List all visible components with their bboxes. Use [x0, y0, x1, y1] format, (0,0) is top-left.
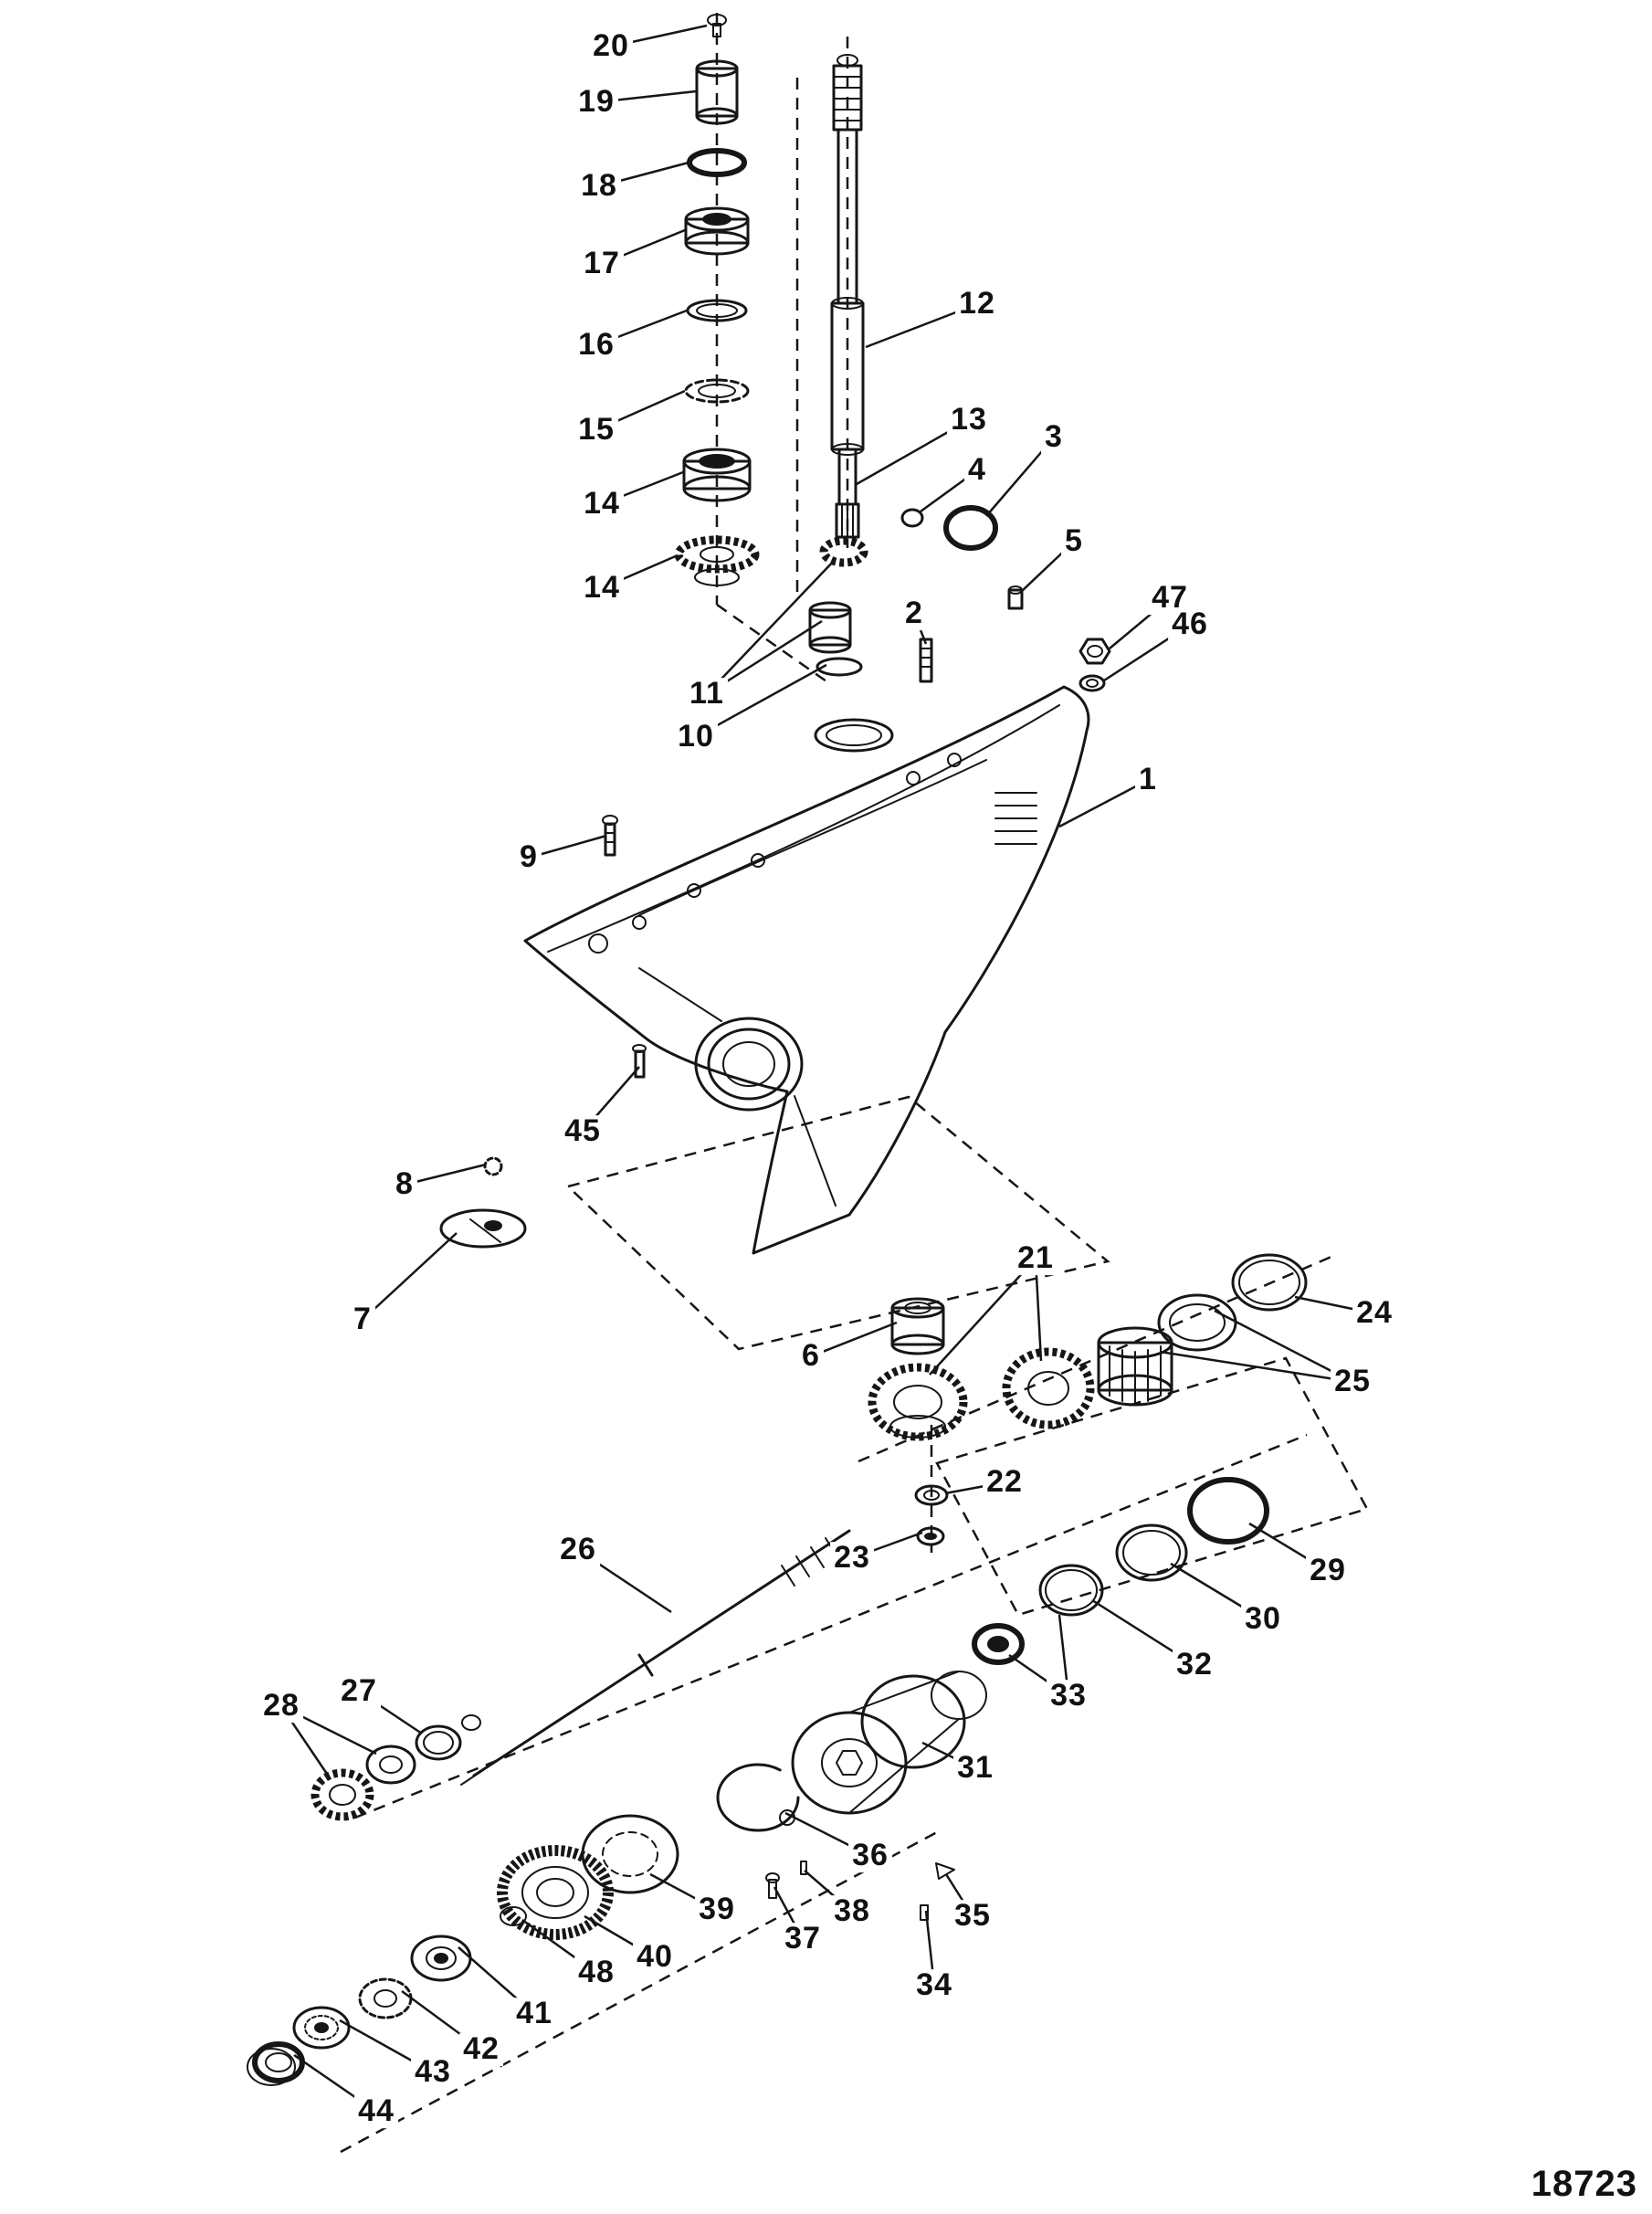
part-callout-13: 13 [947, 403, 991, 437]
alignment-lines [340, 13, 1369, 2154]
leader-line-1 [1058, 778, 1149, 828]
leader-line-25 [1214, 1309, 1353, 1384]
leader-line-7 [362, 1232, 458, 1321]
drawing-number: 18723 [1531, 2164, 1637, 2204]
part-callout-36: 36 [848, 1839, 892, 1872]
leader-line-21 [1034, 1258, 1043, 1362]
part-callout-3: 3 [1041, 420, 1067, 454]
part-callout-25: 25 [1331, 1365, 1374, 1398]
part-callout-46: 46 [1168, 607, 1212, 641]
part-callout-14: 14 [580, 571, 624, 605]
part-callout-18: 18 [577, 169, 621, 203]
part-callout-31: 31 [953, 1751, 997, 1785]
leader-line-6 [810, 1321, 898, 1358]
part-callout-4: 4 [964, 453, 990, 487]
bearing-carrier-assembly [791, 1477, 1269, 1815]
part-callout-35: 35 [951, 1899, 994, 1933]
thrust-bearing-set [310, 1714, 481, 1821]
part-callout-11: 11 [686, 677, 728, 711]
part-callout-39: 39 [695, 1892, 739, 1926]
housing-fasteners [439, 815, 647, 1249]
part-callout-19: 19 [574, 85, 618, 119]
part-callout-7: 7 [350, 1302, 375, 1336]
driveshaft-seal-stack [674, 14, 760, 586]
part-callout-28: 28 [259, 1689, 303, 1723]
part-callout-44: 44 [354, 2094, 398, 2128]
part-callout-37: 37 [781, 1922, 825, 1956]
prop-hardware-cluster [247, 1763, 955, 2086]
part-callout-29: 29 [1306, 1554, 1350, 1587]
part-callout-15: 15 [574, 413, 618, 447]
part-callout-9: 9 [516, 840, 542, 874]
part-callout-1: 1 [1135, 763, 1161, 796]
part-callout-23: 23 [830, 1541, 874, 1575]
part-callout-16: 16 [574, 328, 618, 362]
driveshaft [830, 54, 865, 539]
part-callout-24: 24 [1352, 1296, 1396, 1330]
part-callout-48: 48 [574, 1956, 618, 1989]
part-callout-22: 22 [983, 1465, 1026, 1499]
part-callout-40: 40 [633, 1940, 677, 1974]
gear-housing [523, 685, 1090, 1255]
part-callout-34: 34 [912, 1968, 956, 2002]
part-callout-5: 5 [1061, 524, 1087, 558]
part-callout-17: 17 [580, 247, 624, 280]
part-callout-42: 42 [459, 2032, 503, 2066]
part-callout-45: 45 [561, 1114, 605, 1148]
part-callout-32: 32 [1173, 1648, 1216, 1682]
part-callout-6: 6 [798, 1339, 824, 1373]
part-callout-14: 14 [580, 487, 624, 521]
propeller-shaft [460, 1529, 851, 1786]
part-callout-27: 27 [337, 1674, 381, 1708]
part-callout-10: 10 [674, 720, 718, 754]
part-callout-38: 38 [830, 1894, 874, 1928]
part-callout-2: 2 [901, 596, 927, 630]
part-callout-12: 12 [955, 287, 999, 321]
part-callout-41: 41 [512, 1997, 556, 2030]
part-callout-8: 8 [392, 1167, 417, 1201]
deck-small-parts [808, 505, 1111, 692]
leader-line-9 [528, 834, 607, 859]
leader-line-25 [1159, 1350, 1353, 1384]
part-callout-43: 43 [411, 2055, 455, 2089]
part-callout-20: 20 [589, 29, 633, 63]
part-callout-30: 30 [1241, 1602, 1285, 1636]
part-callout-26: 26 [556, 1533, 600, 1566]
leader-line-8 [404, 1163, 487, 1186]
part-callout-33: 33 [1047, 1679, 1090, 1713]
leader-lines [279, 24, 1375, 2114]
part-callout-21: 21 [1014, 1241, 1057, 1275]
gear-cluster [868, 1253, 1308, 1546]
leader-line-11 [706, 558, 837, 695]
leader-line-21 [929, 1258, 1036, 1376]
